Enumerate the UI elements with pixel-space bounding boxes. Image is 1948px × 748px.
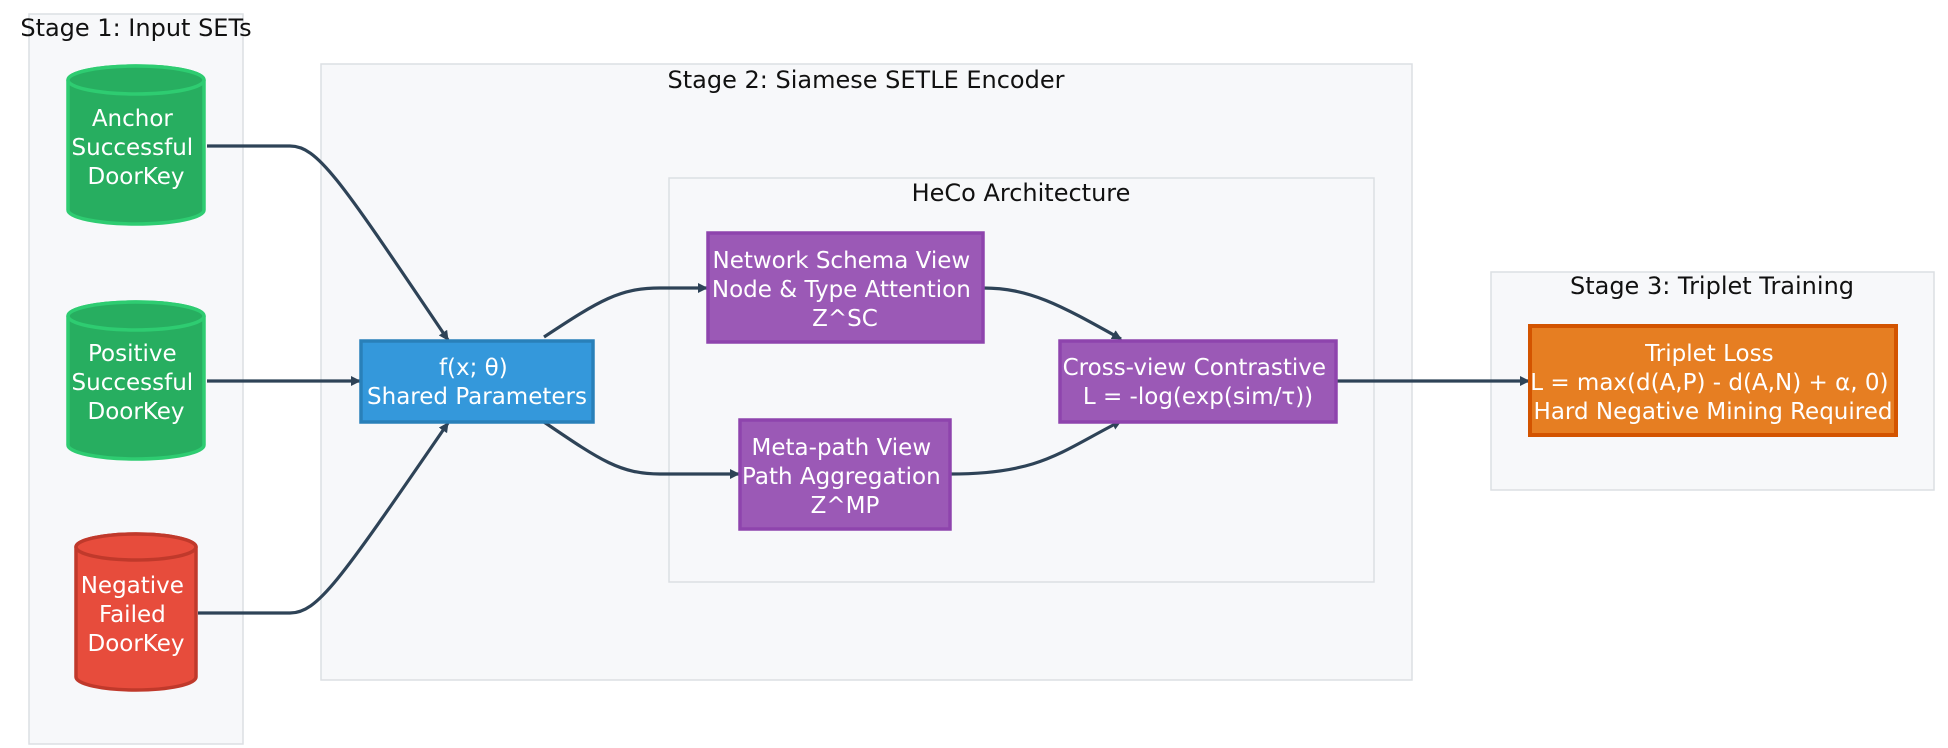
- contrastive-box: [1058, 339, 1338, 424]
- negative-line-3: DoorKey: [87, 631, 184, 657]
- metapath-view-label: Meta-path View Path Aggregation Z^MP: [742, 435, 948, 519]
- schema-line-2: Node & Type Attention: [712, 277, 971, 303]
- metapath-line-2: Path Aggregation: [742, 464, 941, 490]
- metapath-view-node: Meta-path View Path Aggregation Z^MP: [738, 418, 952, 531]
- negative-line-2: Failed: [99, 602, 166, 628]
- anchor-node: Anchor Successful DoorKey: [66, 64, 206, 226]
- anchor-line-3: DoorKey: [87, 164, 184, 190]
- stage3-title: Stage 3: Triplet Training: [1570, 272, 1854, 300]
- negative-cylinder-top: [74, 532, 198, 562]
- triplet-loss-box: [1528, 324, 1898, 437]
- negative-node: Negative Failed DoorKey: [74, 532, 198, 692]
- anchor-label: Anchor Successful DoorKey: [72, 106, 201, 190]
- edge-anchor-encoder: [207, 144, 450, 341]
- stage2-title: Stage 2: Siamese SETLE Encoder: [668, 66, 1065, 94]
- negative-label: Negative Failed DoorKey: [81, 573, 192, 657]
- metapath-line-3: Z^MP: [811, 493, 880, 519]
- encoder-line-2: Shared Parameters: [367, 384, 587, 410]
- negative-line-1: Negative: [81, 573, 184, 599]
- schema-view-node: Network Schema View Node & Type Attentio…: [706, 231, 985, 344]
- contrastive-label: Cross-view Contrastive L = -log(exp(sim/…: [1063, 355, 1334, 410]
- encoder-label: f(x; θ) Shared Parameters: [367, 355, 587, 410]
- edge-metapath-contrastive: [949, 419, 1122, 476]
- edge-schema-contrastive: [982, 286, 1122, 341]
- schema-view-box: [706, 231, 985, 344]
- schema-line-1: Network Schema View: [712, 248, 970, 274]
- anchor-line-1: Anchor: [92, 106, 174, 132]
- heco-title: HeCo Architecture: [912, 179, 1131, 207]
- positive-line-1: Positive: [88, 341, 177, 367]
- positive-label: Positive Successful DoorKey: [72, 341, 201, 425]
- edge-negative-encoder: [198, 422, 450, 615]
- triplet-line-2: L = max(d(A,P) - d(A,N) + α, 0): [1530, 370, 1888, 396]
- positive-line-2: Successful: [72, 370, 194, 396]
- positive-node: Positive Successful DoorKey: [66, 300, 206, 461]
- encoder-box: [359, 339, 595, 424]
- triplet-line-1: Triplet Loss: [1644, 341, 1773, 367]
- edge-encoder-metapath: [543, 420, 740, 479]
- edges: [198, 144, 1530, 615]
- anchor-cylinder-top: [66, 64, 206, 96]
- metapath-line-1: Meta-path View: [752, 435, 932, 461]
- encoder-node: f(x; θ) Shared Parameters: [359, 339, 595, 424]
- encoder-line-1: f(x; θ): [439, 355, 508, 381]
- contrastive-node: Cross-view Contrastive L = -log(exp(sim/…: [1058, 339, 1338, 424]
- edge-encoder-schema: [543, 283, 708, 339]
- positive-cylinder-top: [66, 300, 206, 332]
- anchor-line-2: Successful: [72, 135, 194, 161]
- metapath-view-box: [738, 418, 952, 531]
- contrastive-line-1: Cross-view Contrastive: [1063, 355, 1326, 381]
- schema-line-3: Z^SC: [812, 306, 878, 332]
- triplet-line-3: Hard Negative Mining Required: [1534, 399, 1893, 425]
- stage1-title: Stage 1: Input SETs: [20, 14, 251, 42]
- schema-view-label: Network Schema View Node & Type Attentio…: [712, 248, 978, 332]
- positive-line-3: DoorKey: [87, 399, 184, 425]
- triplet-loss-node: Triplet Loss L = max(d(A,P) - d(A,N) + α…: [1528, 324, 1898, 437]
- contrastive-line-2: L = -log(exp(sim/τ)): [1083, 384, 1313, 410]
- triplet-loss-label: Triplet Loss L = max(d(A,P) - d(A,N) + α…: [1530, 341, 1896, 425]
